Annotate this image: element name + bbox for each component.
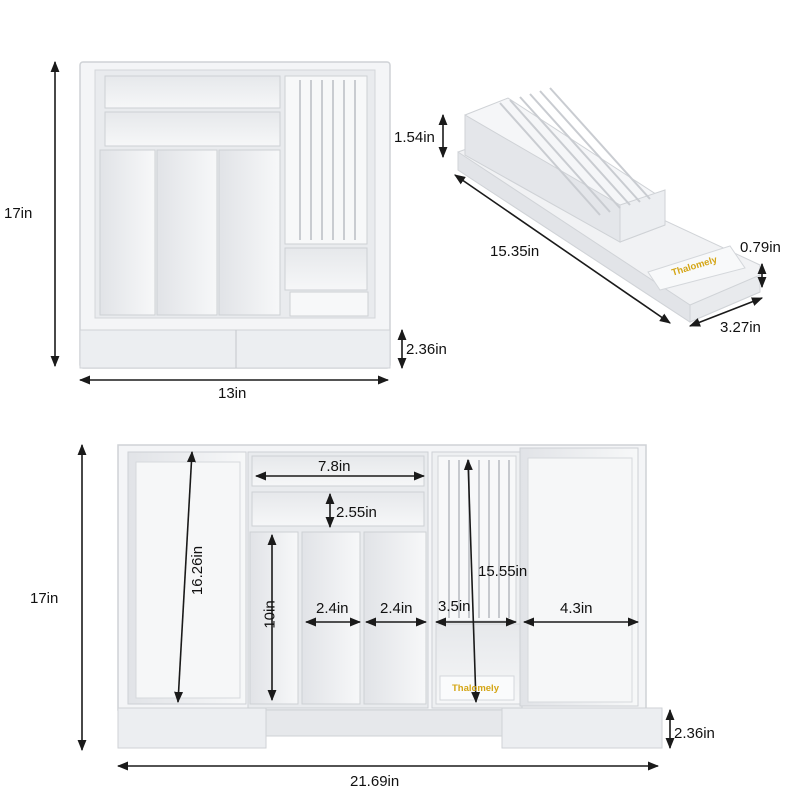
expanded-width-label: 21.69in [350, 773, 400, 790]
top-slot-1 [104, 75, 281, 109]
block-height-label: 1.54in [394, 129, 435, 146]
knife-slot-label: 3.5in [438, 598, 471, 615]
brand-logo-expanded: Thalomely [452, 683, 499, 694]
compact-height-label: 17in [4, 205, 33, 222]
right-slot-label: 4.3in [560, 600, 593, 617]
expanded-organizer [117, 444, 663, 749]
knife-block-inset [284, 75, 368, 245]
compact-depth-label: 2.36in [406, 341, 447, 358]
knife-block [457, 87, 761, 323]
block-base-height-label: 0.79in [740, 239, 781, 256]
small-slot-label: 2.55in [336, 504, 377, 521]
narrow-slot-2-label: 2.4in [380, 600, 413, 617]
short-slot-label: 10in [261, 600, 279, 629]
compact-dimensions [50, 60, 407, 385]
narrow-slot-1 [301, 531, 361, 705]
expanded-depth-label: 2.36in [674, 725, 715, 742]
expanded-dimensions [77, 443, 675, 771]
vertical-slot-1 [99, 149, 156, 316]
top-slot-2 [104, 111, 281, 147]
block-length-label: 15.35in [490, 243, 540, 260]
vertical-slot-3 [218, 149, 281, 316]
long-slot-label: 16.26in [189, 545, 207, 596]
top-slot [251, 455, 425, 487]
knife-length-label: 15.55in [478, 563, 528, 580]
top-slot-label: 7.8in [318, 458, 351, 475]
vertical-slot-2 [156, 149, 218, 316]
expanded-height-label: 17in [30, 590, 59, 607]
narrow-slot-1-label: 2.4in [316, 600, 349, 617]
knife-block-dimensions [438, 113, 767, 327]
compact-organizer [79, 61, 391, 369]
compact-width-label: 13in [218, 385, 247, 402]
narrow-slot-2 [363, 531, 427, 705]
block-width-label: 3.27in [720, 319, 761, 336]
small-slot [251, 491, 425, 527]
